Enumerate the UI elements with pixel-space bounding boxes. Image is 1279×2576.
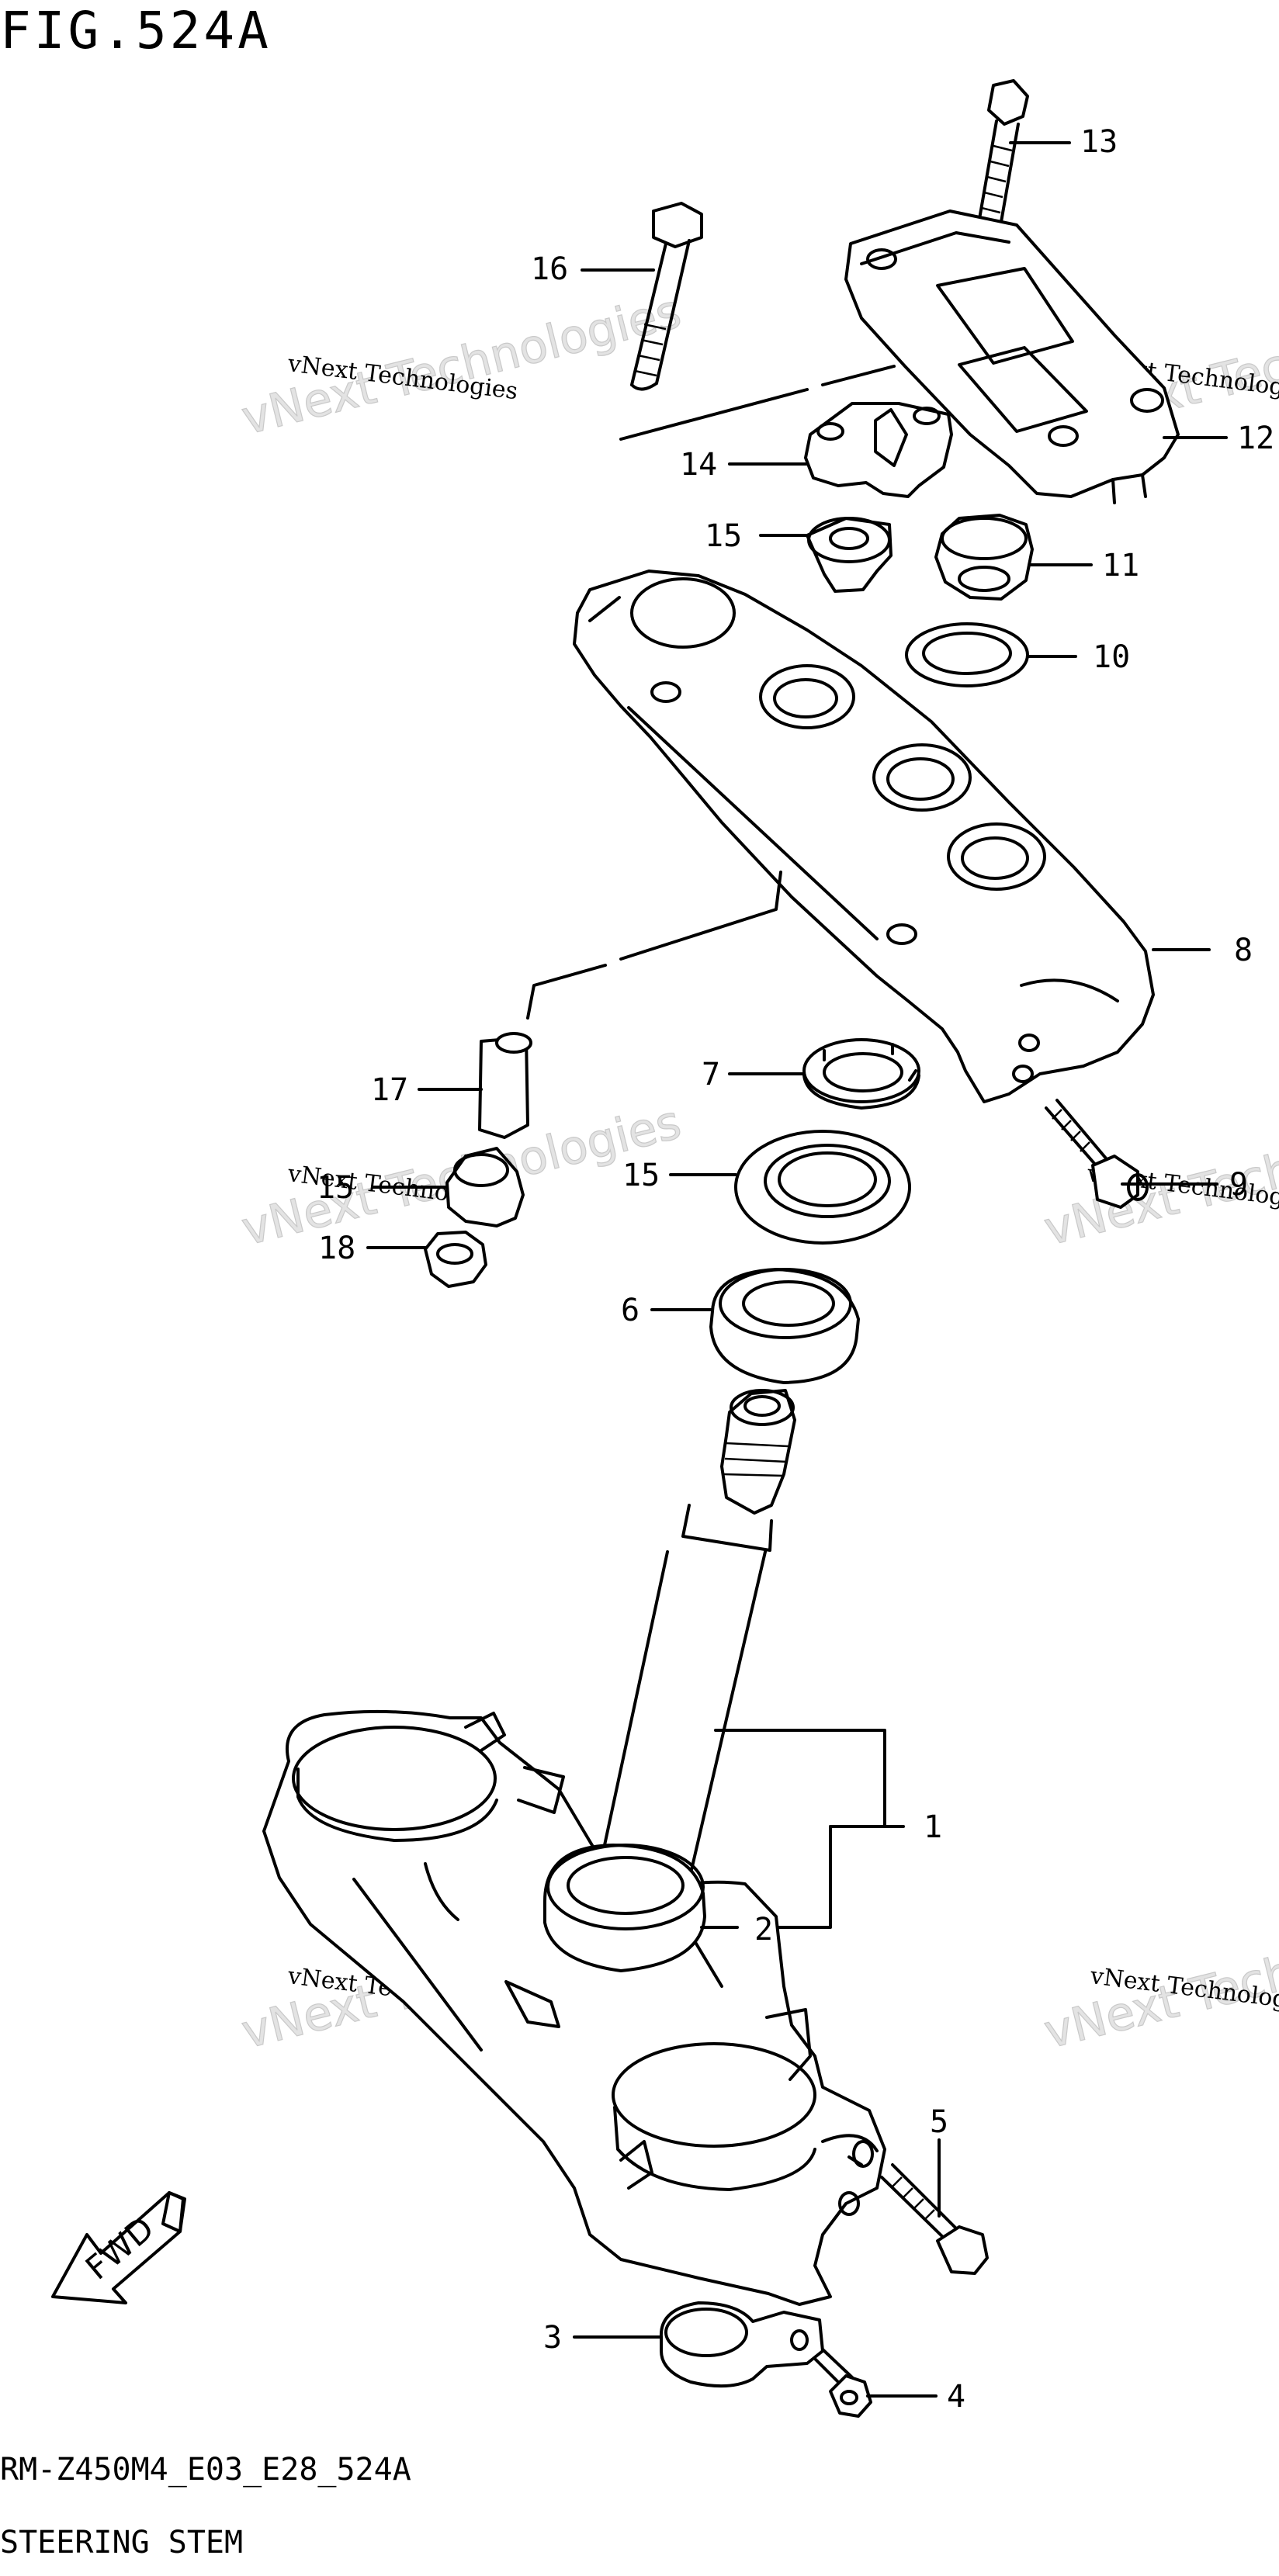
- part-18-pin: [478, 1032, 532, 1139]
- part-14-lower-clamp: [804, 402, 953, 498]
- part-6-bearing: [709, 1268, 860, 1384]
- callout-3: 3: [543, 2320, 562, 2356]
- figure-title: FIG.524A: [0, 1, 272, 61]
- callout-13: 13: [1080, 124, 1118, 160]
- callout-17: 16: [531, 251, 568, 287]
- part-10-washer: [905, 622, 1029, 687]
- part-9-bolt: [1045, 1099, 1149, 1209]
- assembly-guide-line-17: [619, 365, 896, 441]
- callout-16: 15: [622, 1158, 660, 1193]
- callout-labels: 13 12 16 14 15 11 10 8 7 15 6 17 15 18 9…: [317, 124, 1274, 2415]
- callout-5: 5: [930, 2104, 948, 2140]
- leader-lines: [366, 141, 1228, 2398]
- part-17-bolt: [630, 202, 703, 391]
- callout-19: 18: [318, 1231, 355, 1266]
- part-5-bolt: [880, 2163, 989, 2275]
- assembly-guide-line-18: [526, 871, 782, 1020]
- fwd-direction-arrow: FWD: [51, 2191, 186, 2304]
- callout-18: 17: [371, 1072, 408, 1108]
- callout-14: 14: [680, 447, 717, 483]
- callout-6: 6: [621, 1293, 640, 1328]
- part-13-bolt: [978, 79, 1029, 223]
- section-title: STEERING STEM: [0, 2525, 243, 2560]
- part-2-lower-bearing: [543, 1844, 706, 1972]
- part-19-nut: [424, 1231, 487, 1288]
- callout-7: 7: [702, 1057, 720, 1092]
- part-1-steering-stem: [262, 1389, 886, 2306]
- model-code: RM-Z450M4_E03_E28_524A: [0, 2452, 411, 2488]
- callout-9: 9: [1229, 1167, 1248, 1203]
- callout-12: 12: [1237, 421, 1274, 456]
- part-11-stem-nut: [934, 514, 1034, 601]
- part-8-upper-bracket: [573, 570, 1155, 1103]
- part-15-cushion-lower: [445, 1147, 525, 1227]
- part-3-clamp: [659, 2301, 824, 2388]
- callout-1: 1: [924, 1809, 942, 1845]
- callout-15-lower: 15: [317, 1170, 354, 1206]
- callout-11: 11: [1102, 548, 1139, 583]
- part-15-cushion-upper: [806, 517, 893, 593]
- part-7-lock-nut: [802, 1038, 920, 1110]
- callout-2: 2: [754, 1912, 773, 1948]
- watermark-6: vNext Technologies vNext Technologies: [1038, 1898, 1279, 2060]
- callout-15-upper: 15: [705, 518, 742, 554]
- watermark-1: vNext Technologies vNext Technologies: [236, 284, 687, 446]
- part-12-handlebar-clamp: [844, 209, 1180, 504]
- callout-8: 8: [1234, 933, 1253, 968]
- part-4-bolt: [813, 2348, 872, 2418]
- callout-4: 4: [947, 2379, 965, 2415]
- part-16-dust-seal: [734, 1130, 911, 1245]
- callout-10: 10: [1093, 639, 1130, 675]
